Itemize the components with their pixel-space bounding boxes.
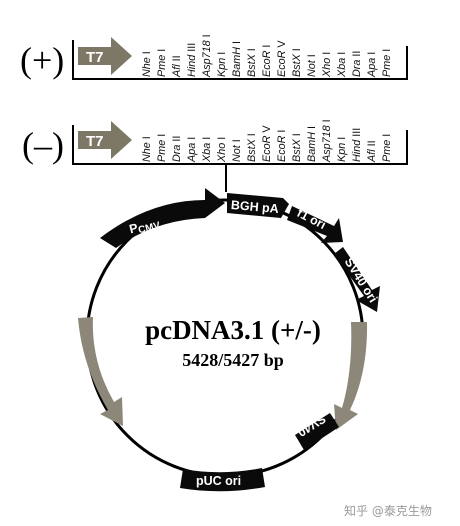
minus-site-label: BamH I: [306, 126, 318, 162]
plus-sign-label: (+): [20, 40, 64, 80]
minus-site-label: Nhe I: [141, 136, 153, 162]
plus-site-label: Xba I: [336, 52, 348, 78]
plasmid-name: pcDNA3.1 (+/-): [145, 315, 321, 345]
minus-site-label: Asp718 I: [321, 119, 333, 163]
watermark-text: 知乎 @泰克生物: [344, 504, 432, 518]
plus-site-label: Kpn I: [216, 52, 228, 77]
minus-site-label: Xba I: [201, 137, 213, 163]
f1-ori-arrow: [287, 206, 343, 243]
minus-t7-promoter-arrow: [78, 121, 132, 159]
plus-site-label: Asp718 I: [201, 34, 213, 78]
feature-pcmv: PCMV: [100, 188, 225, 248]
ampicillin-label: Ampicillin: [105, 332, 134, 393]
plus-site-label: BstX I: [291, 48, 303, 77]
minus-site-label: Pme I: [156, 134, 168, 162]
minus-site-label: Xho I: [216, 137, 228, 163]
neomycin-arrow: [334, 322, 368, 430]
plus-site-label: Pme I: [381, 49, 393, 77]
minus-site-label: Afl II: [366, 140, 378, 163]
ampicillin-arrow: [78, 317, 123, 426]
plus-site-label: Hind III: [186, 43, 198, 77]
feature-f1-ori: f1 ori: [287, 206, 343, 243]
plus-site-label: Apa I: [366, 52, 378, 78]
feature-bgh-pa: BGH pA: [227, 193, 289, 218]
feature-puc-ori: pUC ori: [180, 468, 265, 492]
puc-ori-block: [180, 468, 265, 492]
bgh-pa-block: [227, 193, 289, 218]
minus-site-label: Kpn I: [336, 137, 348, 162]
plus-site-label: BamH I: [231, 41, 243, 77]
minus-sign-label: (–): [22, 125, 64, 165]
minus-site-label: EcoR I: [276, 130, 288, 162]
feature-neomycin: Neomycin: [334, 322, 412, 430]
minus-site-label: Dra II: [171, 136, 183, 162]
plus-site-label: Afl II: [171, 55, 183, 78]
puc-ori-label: pUC ori: [196, 474, 241, 488]
neomycin-label: Neomycin: [389, 326, 411, 387]
minus-site-label: Pme I: [381, 134, 393, 162]
plus-site-label: Xho I: [321, 52, 333, 78]
minus-site-label: Hind III: [351, 128, 363, 162]
minus-site-label: Not I: [231, 139, 243, 162]
minus-site-label: EcoR V: [261, 125, 273, 162]
plus-site-label: Not I: [306, 54, 318, 77]
minus-site-label: BstX I: [246, 133, 258, 162]
sv40-ori-arrow: [334, 247, 380, 312]
plasmid-size: 5428/5427 bp: [182, 350, 284, 370]
plus-site-label: EcoR I: [261, 45, 273, 77]
plus-site-label: BstX I: [246, 48, 258, 77]
plus-site-label: Dra II: [351, 51, 363, 77]
bgh-pa-label: BGH pA: [230, 198, 279, 216]
plus-site-label: Nhe I: [141, 51, 153, 77]
feature-sv40-pa: SV40 pA: [278, 411, 339, 450]
sv40-pa-block: [295, 413, 339, 450]
minus-site-label: BstX I: [291, 133, 303, 162]
pcmv-arrow: [100, 188, 225, 248]
plus-site-label: EcoR V: [276, 40, 288, 77]
minus-t7-label: T7: [86, 133, 104, 150]
plus-t7-label: T7: [86, 49, 104, 66]
plus-site-label: Pme I: [156, 49, 168, 77]
minus-site-label: Apa I: [186, 137, 198, 163]
pcmv-label: PCMV: [128, 215, 162, 238]
plus-t7-promoter-arrow: [78, 37, 132, 75]
